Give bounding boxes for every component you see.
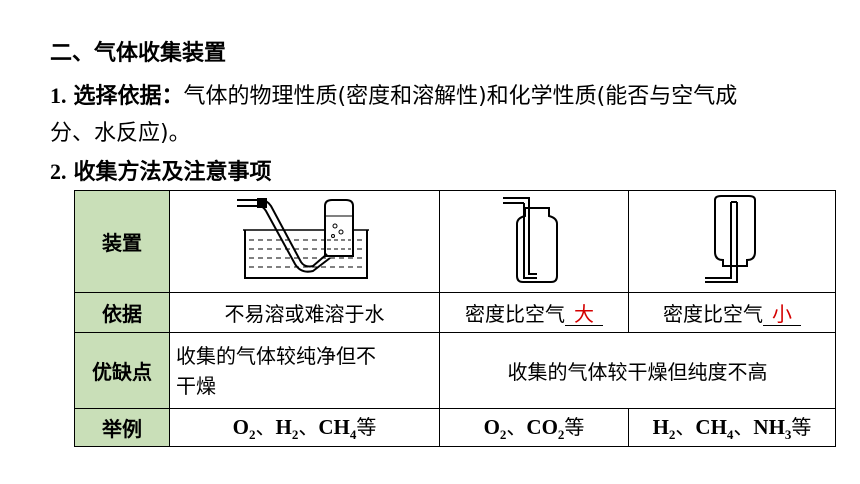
upward-air-displacement-bottle-icon xyxy=(503,197,558,283)
examples-water: O2、H2、CH4等 xyxy=(169,408,440,447)
point1-text-line1: 气体的物理性质(密度和溶解性)和化学性质(能否与空气成 xyxy=(183,84,738,109)
basis-row: 依据 不易溶或难溶于水 密度比空气大 密度比空气小 xyxy=(74,292,836,333)
section-heading: 二、气体收集装置 xyxy=(50,41,227,66)
point1-label: 选择依据： xyxy=(73,84,184,109)
point2-line: 2. 收集方法及注意事项 xyxy=(50,158,272,187)
point1-line1: 1. 选择依据：气体的物理性质(密度和溶解性)和化学性质(能否与空气成 xyxy=(50,82,737,111)
basis-downward-answer: 小 xyxy=(763,303,801,326)
pros-cons-water-line2: 干燥 xyxy=(176,373,216,398)
row-header-pros-cons: 优缺点 xyxy=(74,332,170,409)
point2-label: 收集方法及注意事项 xyxy=(73,160,272,185)
collection-methods-table: 装置 xyxy=(74,190,836,447)
water-displacement-apparatus-icon xyxy=(236,198,369,279)
examples-upward: O2、CO2等 xyxy=(439,408,629,447)
pros-cons-water: 收集的气体较纯净但不干燥 xyxy=(169,332,440,409)
row-header-apparatus: 装置 xyxy=(74,190,170,293)
pros-cons-water-line1: 收集的气体较纯净但不 xyxy=(176,343,376,368)
apparatus-row: 装置 xyxy=(74,190,836,293)
row-header-basis: 依据 xyxy=(74,292,170,333)
upward-air-cell xyxy=(439,190,629,293)
point2-number: 2. xyxy=(50,159,67,184)
point1-number: 1. xyxy=(50,83,67,108)
water-displacement-cell xyxy=(169,190,440,293)
basis-upward-answer: 大 xyxy=(565,303,603,326)
examples-row: 举例 O2、H2、CH4等 O2、CO2等 H2、CH4、NH3等 xyxy=(74,408,836,447)
row-header-examples: 举例 xyxy=(74,408,170,447)
basis-upward-prefix: 密度比空气 xyxy=(465,302,565,326)
basis-upward: 密度比空气大 xyxy=(439,292,629,333)
basis-downward: 密度比空气小 xyxy=(628,292,836,333)
downward-air-cell xyxy=(628,190,836,293)
point1-text-line2: 分、水反应)。 xyxy=(50,121,191,146)
pros-cons-air: 收集的气体较干燥但纯度不高 xyxy=(439,332,836,409)
basis-water: 不易溶或难溶于水 xyxy=(169,292,440,333)
downward-air-displacement-bottle-icon xyxy=(705,195,756,283)
examples-downward: H2、CH4、NH3等 xyxy=(628,408,836,447)
basis-downward-prefix: 密度比空气 xyxy=(663,302,763,326)
pros-cons-row: 优缺点 收集的气体较纯净但不干燥 收集的气体较干燥但纯度不高 xyxy=(74,332,836,409)
